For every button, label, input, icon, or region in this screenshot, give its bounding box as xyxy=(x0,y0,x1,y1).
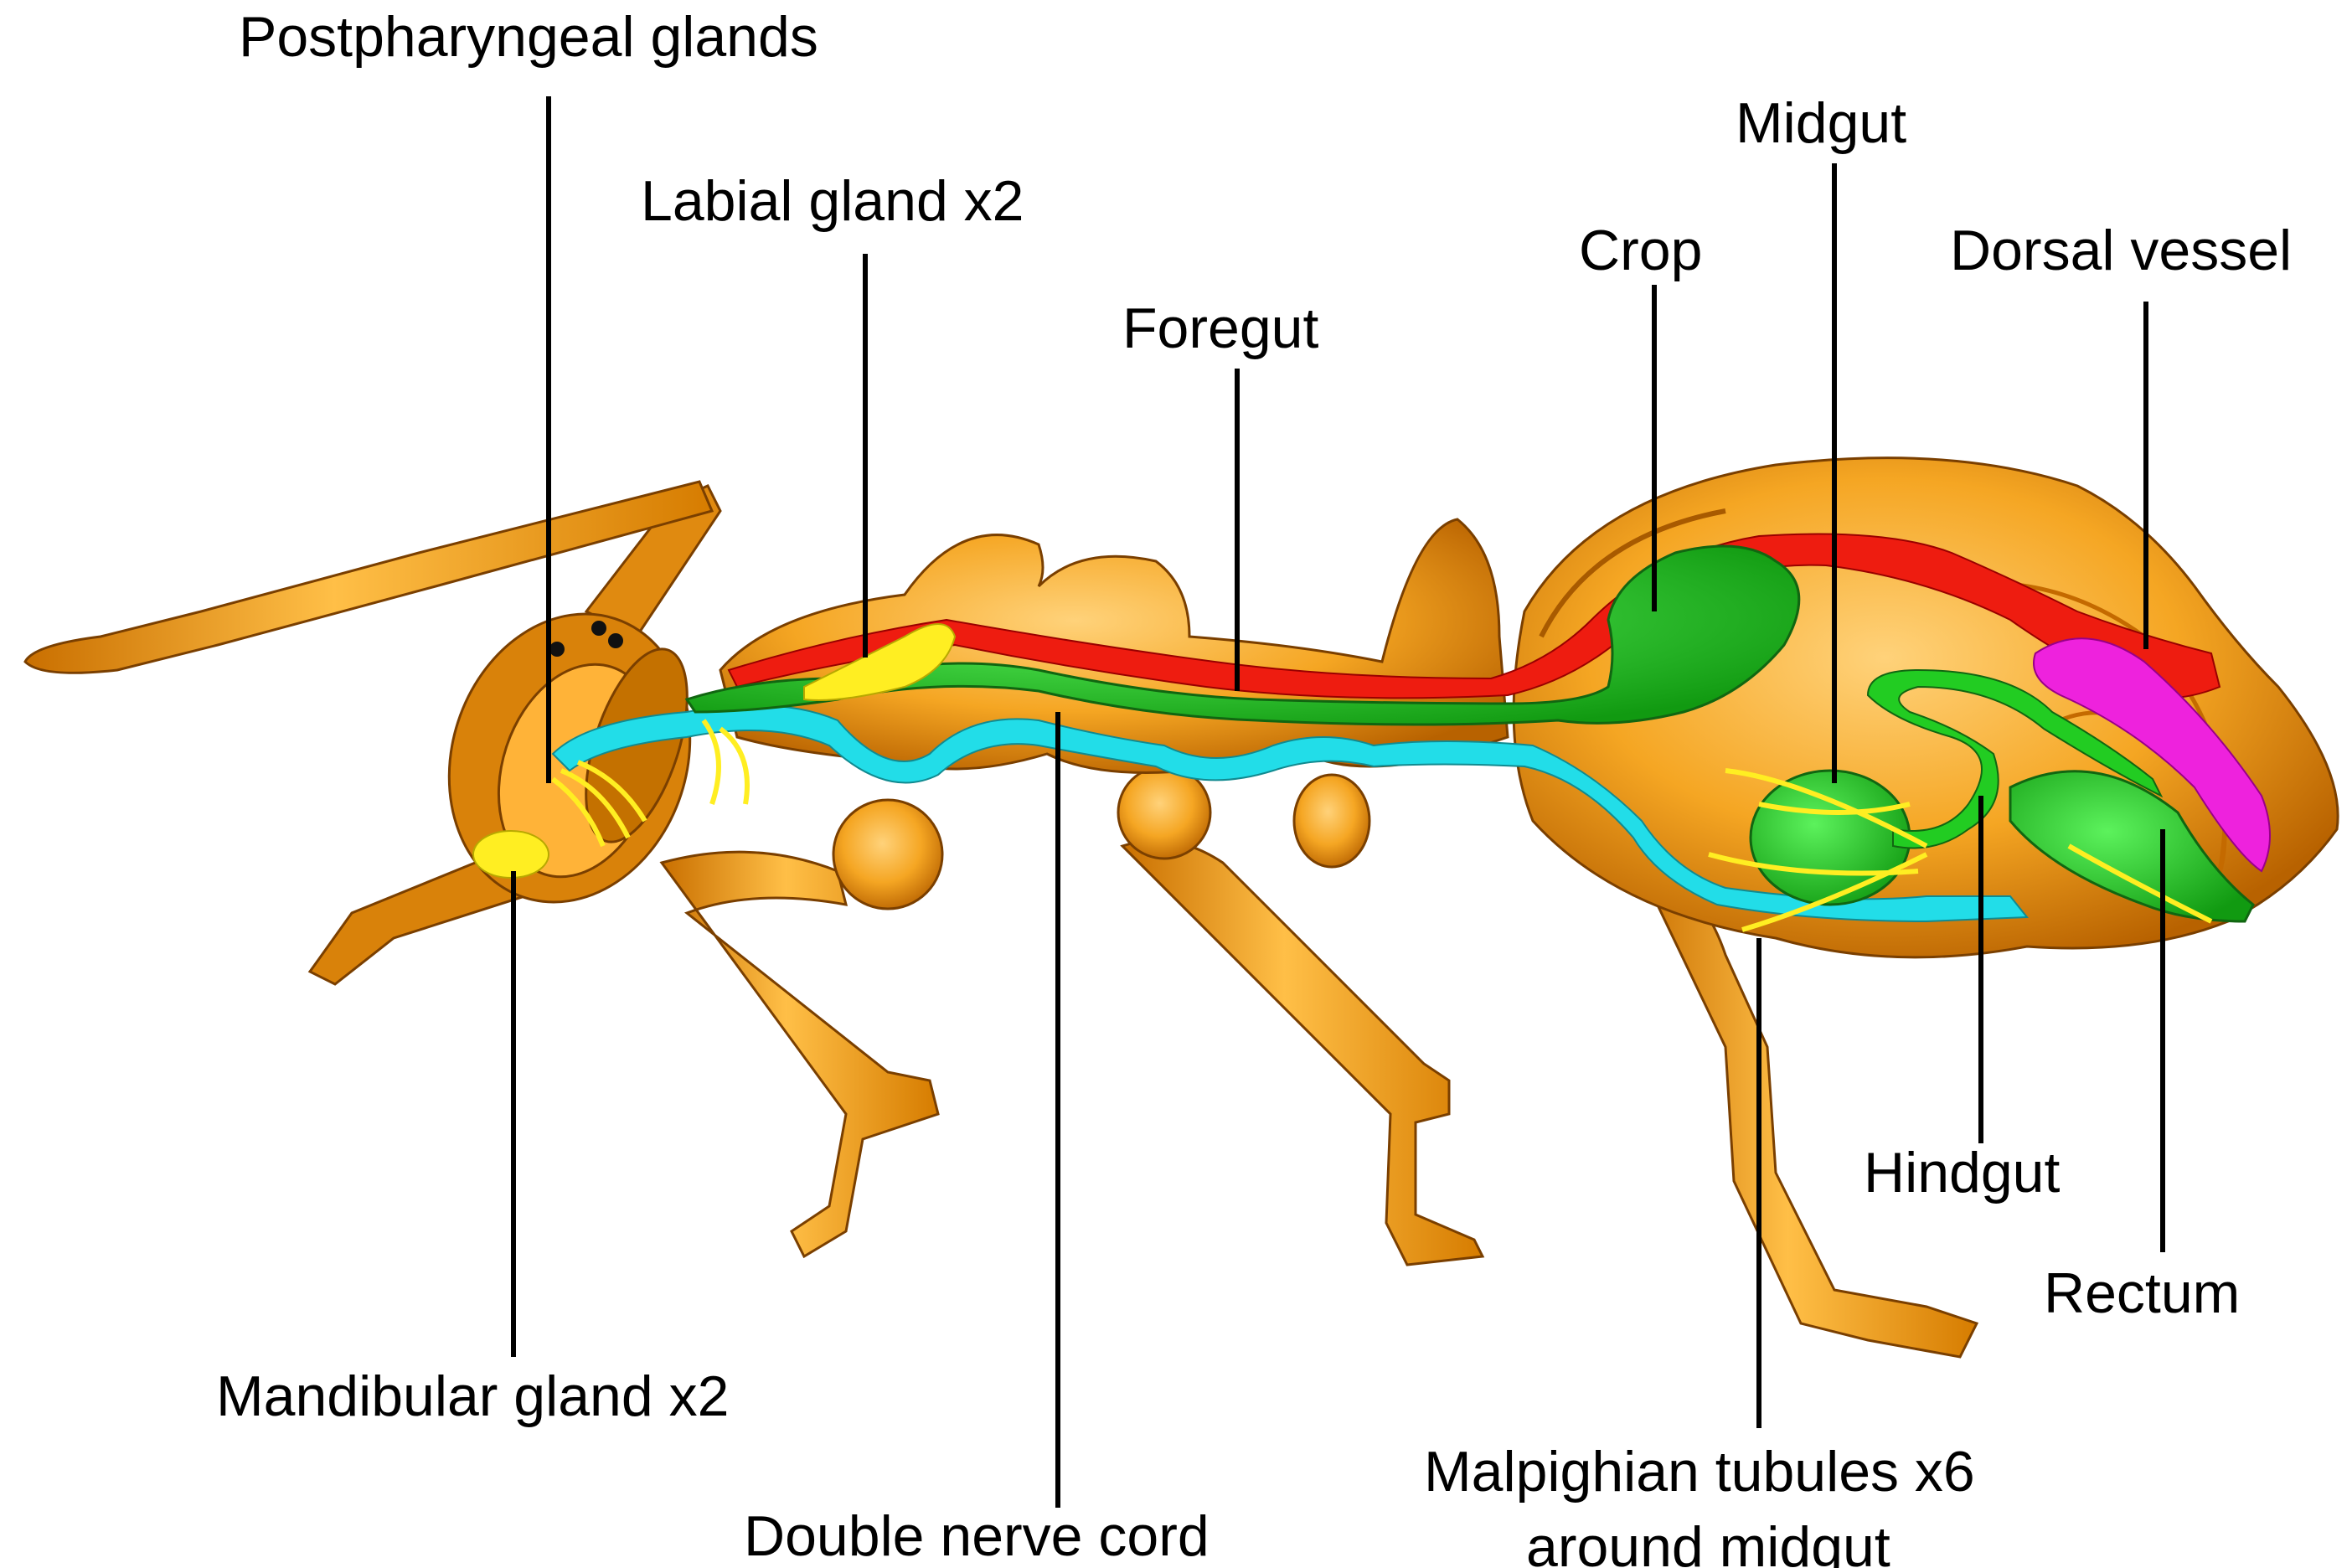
midgut xyxy=(1751,771,1910,905)
label-rectum: Rectum xyxy=(2044,1261,2240,1325)
label-hindgut: Hindgut xyxy=(1864,1141,2060,1204)
label-postpharyngeal-glands: Postpharyngeal glands xyxy=(239,5,818,69)
label-mandibular-gland: Mandibular gland x2 xyxy=(216,1364,729,1428)
mandibular-gland xyxy=(473,831,549,878)
label-midgut: Midgut xyxy=(1736,91,1906,155)
label-foregut: Foregut xyxy=(1122,297,1318,360)
label-malpighian-around-midgut: around midgut xyxy=(1526,1515,1890,1568)
label-malpighian-tubules: Malpighian tubules x6 xyxy=(1424,1440,1975,1504)
label-dorsal-vessel: Dorsal vessel xyxy=(1950,219,2292,282)
label-crop: Crop xyxy=(1579,219,1702,282)
label-double-nerve-cord: Double nerve cord xyxy=(744,1504,1210,1568)
label-labial-gland: Labial gland x2 xyxy=(641,169,1024,233)
